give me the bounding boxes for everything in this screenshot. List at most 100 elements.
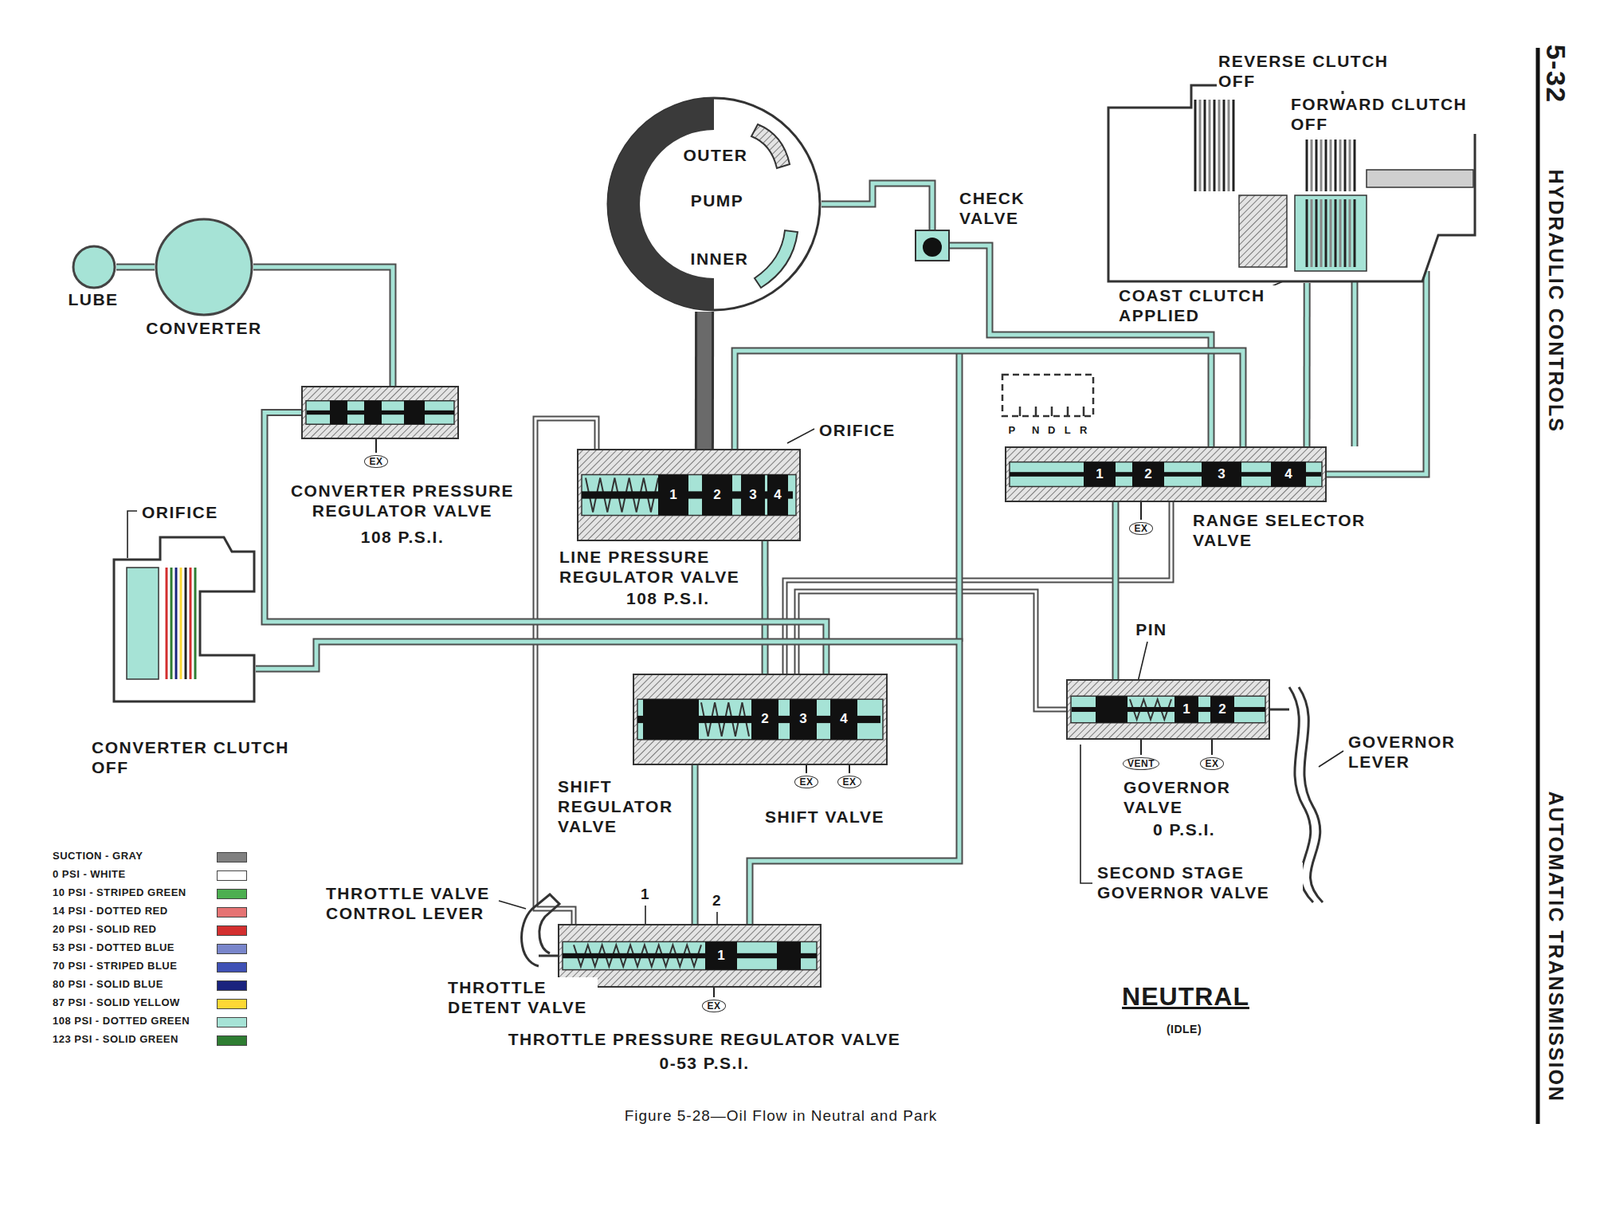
legend-text: 108 PSI - DOTTED GREEN (50, 1014, 192, 1028)
legend-swatch (216, 998, 248, 1009)
valve-body-shape (1004, 446, 1327, 502)
clutch-plate (184, 567, 188, 679)
clutch-plate (1349, 139, 1352, 192)
exhaust-label: EX (1200, 756, 1224, 770)
valve-housing (301, 386, 459, 439)
oil-line (253, 266, 393, 386)
valve-land (1083, 462, 1116, 487)
oil-line-wall (694, 311, 714, 449)
clutch-plate (165, 567, 169, 679)
valve-land (658, 474, 689, 515)
clutch-plate (1315, 199, 1318, 267)
check-body (915, 230, 950, 261)
exhaust-port (1211, 739, 1213, 755)
clutch-plate (1353, 139, 1357, 192)
range-detent (1002, 374, 1094, 416)
valve-body-shape (1066, 678, 1271, 740)
callout-number: 4 (1282, 466, 1294, 483)
valve-body: 121THROTTLE DETENT VALVETHROTTLE PRESSUR… (443, 882, 906, 1077)
oil-line (764, 541, 766, 674)
check-valve: CHECK VALVE (911, 184, 1041, 265)
clutch-plate (1218, 99, 1221, 192)
check-valve-shape (914, 229, 950, 262)
valve-housing (577, 449, 800, 541)
clutch-plate (1227, 99, 1231, 192)
clutch-plate (1349, 199, 1352, 267)
valve-land (751, 698, 779, 740)
converter-clutch: CONVERTER CLUTCH OFF (86, 532, 305, 781)
legend-swatch (216, 925, 248, 936)
valve-land (1132, 462, 1165, 487)
part-label: LINE PRESSURE REGULATOR VALVE (557, 546, 757, 587)
callout-number: 1 (1094, 466, 1105, 483)
part-label: SHIFT VALVE (763, 806, 887, 827)
valve-land (830, 698, 858, 740)
exhaust-port (848, 764, 851, 773)
legend-text: 14 PSI - DOTTED RED (50, 904, 170, 918)
callout-number: 2 (711, 486, 722, 503)
diagram-title: NEUTRAL (1120, 980, 1251, 1012)
clutch-piston (126, 567, 159, 679)
figure-caption: Figure 5-28—Oil Flow in Neutral and Park (623, 1106, 940, 1126)
clutch-plate (1339, 139, 1342, 192)
output-shaft (1366, 169, 1474, 188)
page-heading: 5-32 (1540, 43, 1570, 106)
oil-line-wall (253, 266, 393, 386)
oil-line-wall (734, 350, 1244, 449)
clutch-plate (1232, 99, 1236, 192)
oil-line-wall (116, 263, 155, 271)
valve-land (643, 698, 699, 740)
oil-line (255, 641, 960, 924)
part-label: CONVERTER (144, 317, 263, 338)
clutch-plate (1320, 199, 1323, 267)
oil-line-fluid (255, 641, 960, 924)
part-label: GOVERNOR LEVER (1346, 731, 1467, 772)
valve-land (741, 474, 765, 515)
clutch-plate (1310, 199, 1314, 267)
part-label: THROTTLE VALVE CONTROL LEVER (324, 882, 495, 923)
clutch-plate (1305, 199, 1309, 267)
part-label: FORWARD CLUTCH OFF (1289, 94, 1485, 134)
exhaust-label: EX (364, 454, 388, 468)
throttle-lever (538, 954, 558, 957)
valve-housing (1005, 447, 1326, 502)
oil-line-wall (761, 541, 769, 674)
valve-bore (305, 400, 455, 424)
legend-swatch (216, 888, 248, 899)
callout-number: 3 (747, 486, 758, 503)
callout-number: 2 (1216, 701, 1228, 718)
page-rule (1536, 47, 1541, 1124)
valve-bore (1009, 462, 1322, 487)
legend-swatch (216, 851, 248, 863)
valve-body: 1234LINE PRESSURE REGULATOR VALVE108 P.S… (554, 445, 804, 612)
clutch-plate (1199, 99, 1202, 192)
part-label: THROTTLE PRESSURE REGULATOR VALVE (506, 1028, 902, 1049)
oil-line-fluid (1113, 501, 1118, 679)
oil-line (703, 311, 705, 449)
oil-line-fluid (116, 265, 155, 270)
oil-line-wall (821, 183, 933, 230)
valve-bore (1070, 695, 1266, 722)
valve-body: 12GOVERNOR VALVE0 P.S.I. (1062, 675, 1274, 843)
part-label: 108 P.S.I. (624, 588, 712, 608)
page-heading: HYDRAULIC CONTROLS (1544, 168, 1567, 435)
valve-body: 1234RANGE SELECTOR VALVE (1001, 443, 1394, 553)
callout-number: 2 (759, 710, 770, 727)
valve-land (705, 941, 738, 969)
valve-housing (633, 674, 887, 765)
pump-housing (607, 98, 820, 310)
oil-line-fluid (697, 311, 712, 449)
legend-text: 10 PSI - STRIPED GREEN (50, 886, 189, 899)
range-detent (1002, 374, 1094, 416)
part-label: D (1046, 423, 1058, 437)
part-label: THROTTLE DETENT VALVE (446, 976, 598, 1017)
clutch-drum (1239, 195, 1287, 267)
exhaust-port (805, 764, 808, 773)
clutch-plate (1329, 199, 1333, 267)
valve-housing (1066, 679, 1270, 739)
part-label: INNER (689, 248, 751, 269)
oil-line-fluid (264, 412, 827, 675)
throttle-lever (521, 894, 560, 966)
valve-housing (558, 924, 821, 987)
